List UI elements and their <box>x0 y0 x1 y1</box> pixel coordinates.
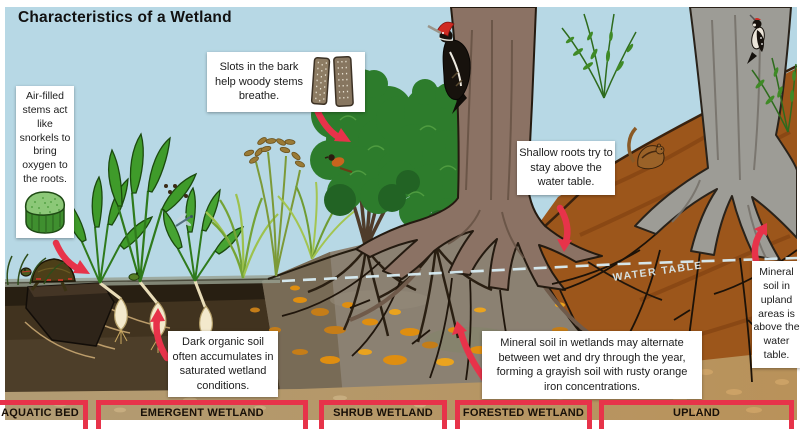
sedge-tuft <box>205 193 279 279</box>
callout-bark-slots: Slots in the bark help woody stems breat… <box>207 52 365 112</box>
callout-dark-organic-soil: Dark organic soil often accumulates in s… <box>168 331 278 398</box>
chipmunk-icon <box>627 126 665 170</box>
rush-seed-heads <box>243 137 306 168</box>
callout-dark-soil-text: Dark organic soil often accumulates in s… <box>172 336 274 392</box>
bark-samples-icon <box>310 56 354 107</box>
arrow-dark-soil <box>153 315 171 362</box>
frog-icon <box>128 272 140 281</box>
callout-shallow-roots: Shallow roots try to stay above the wate… <box>517 141 615 195</box>
callout-mineral-wetland-text: Mineral soil in wetlands may alternate b… <box>496 337 688 393</box>
callout-mineral-soil-upland: Mineral soil in upland areas is above th… <box>752 261 800 369</box>
callout-mineral-upland-text: Mineral soil in upland areas is above th… <box>753 266 800 362</box>
dragonfly-icon <box>175 213 193 227</box>
callout-mineral-soil-wetland: Mineral soil in wetlands may alternate b… <box>482 331 702 400</box>
stem-cross-section-icon <box>24 191 65 234</box>
arrow-shallow-roots <box>556 204 571 245</box>
songbird-icon <box>324 154 353 173</box>
fern-icons <box>561 13 797 133</box>
rush <box>255 151 301 277</box>
page-title: Characteristics of a Wetland <box>18 9 232 26</box>
callout-shallow-roots-text: Shallow roots try to stay above the wate… <box>519 147 613 189</box>
callout-air-filled-stems: Air-filled stems act like snorkels to br… <box>16 86 74 239</box>
water-table-line <box>281 256 798 283</box>
shore-grass <box>6 253 65 286</box>
callout-air-filled-text: Air-filled stems act like snorkels to br… <box>19 90 71 186</box>
pileated-woodpecker-icon <box>427 21 471 114</box>
small-woodpecker-icon <box>747 14 765 64</box>
callout-bark-text: Slots in the bark help woody stems breat… <box>214 61 304 103</box>
